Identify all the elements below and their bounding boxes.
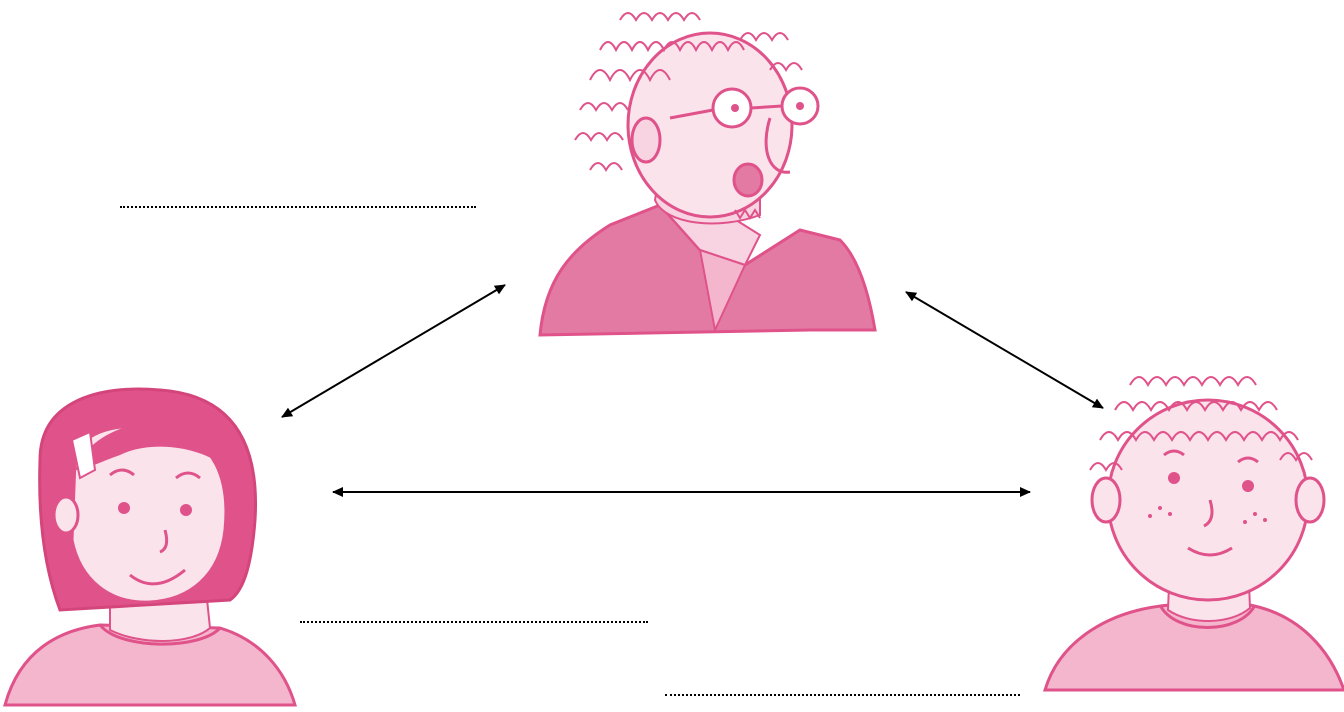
curly-haired-boy-illustration (1042, 376, 1344, 692)
arrow-girl-to-old-man (281, 284, 506, 418)
answer-line-top-left[interactable] (120, 206, 476, 208)
arrow-old-man-to-boy (905, 291, 1104, 409)
girl-with-hair-clip-illustration (3, 387, 297, 707)
answer-line-middle[interactable] (300, 621, 648, 623)
answer-line-bottom-right[interactable] (665, 694, 1020, 696)
old-man-with-glasses-illustration (538, 12, 877, 337)
